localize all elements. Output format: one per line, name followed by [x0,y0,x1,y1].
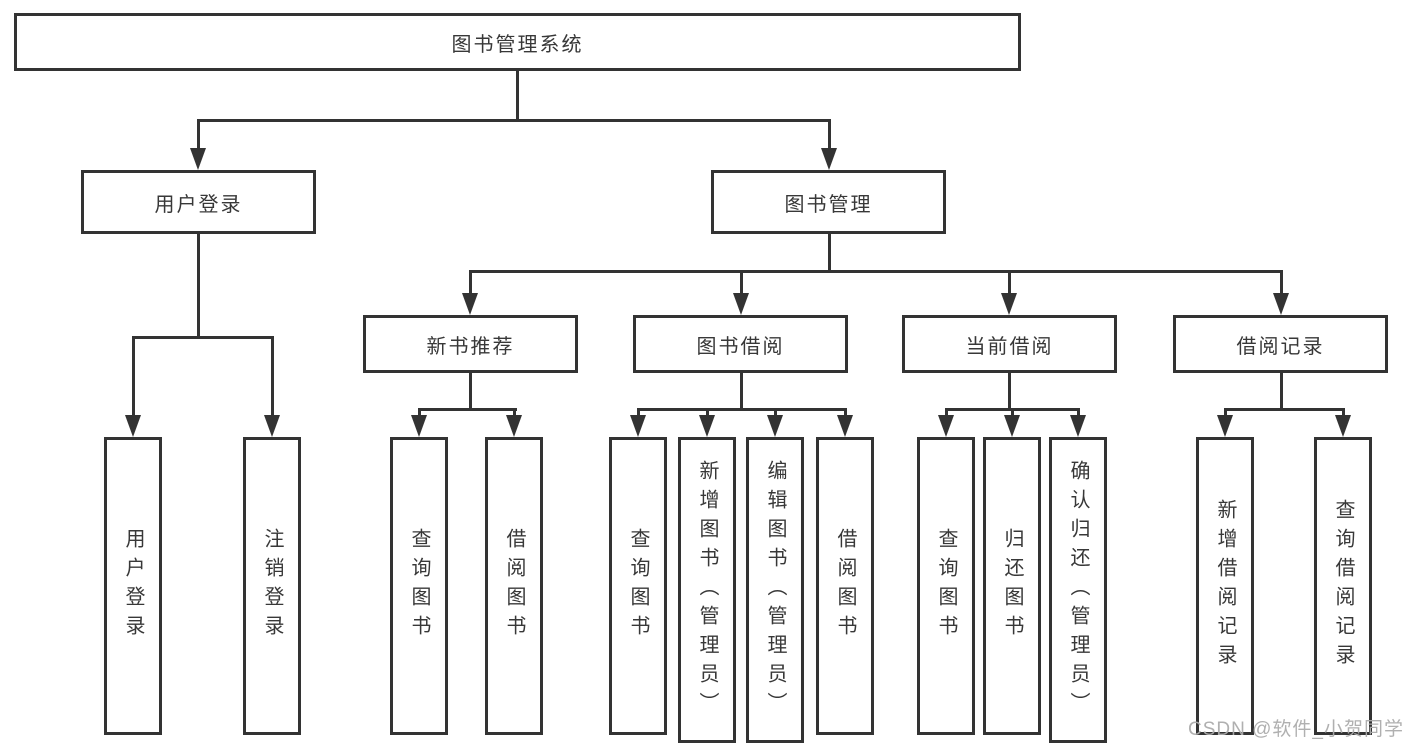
connector-line [740,373,743,410]
connector-line [1008,270,1011,295]
connector-line [1008,373,1011,410]
connector-arrow-icon [506,415,522,437]
csdn-watermark: CSDN @软件_小贺同学 [1188,719,1404,740]
leaf-borrowing-borrow-books: 借阅图书 [816,437,874,735]
leaf-user-login: 用户登录 [104,437,162,735]
connector-arrow-icon [462,293,478,315]
leaf-recommend-borrow-books: 借阅图书 [485,437,543,735]
connector-line [418,408,517,411]
leaf-add-books-admin-label: 新增图书（管理员） [696,459,718,721]
connector-arrow-icon [411,415,427,437]
connector-arrow-icon [767,415,783,437]
connector-arrow-icon [1004,415,1020,437]
leaf-borrowing-borrow-books-label: 借阅图书 [834,528,856,644]
connector-line [828,119,831,149]
node-book-management: 图书管理 [711,170,946,234]
node-current-borrowing-label: 当前借阅 [965,335,1054,358]
leaf-return-books: 归还图书 [983,437,1041,735]
leaf-recommend-query-books-label: 查询图书 [408,528,430,644]
connector-arrow-icon [1273,293,1289,315]
leaf-add-borrow-record: 新增借阅记录 [1196,437,1254,735]
connector-arrow-icon [1335,415,1351,437]
connector-line [1224,408,1227,417]
leaf-confirm-return-admin: 确认归还（管理员） [1049,437,1107,743]
connector-line [637,408,640,417]
leaf-logout-label: 注销登录 [261,528,283,644]
connector-line [1011,408,1014,417]
node-new-book-recommend-label: 新书推荐 [426,335,515,358]
leaf-edit-books-admin: 编辑图书（管理员） [746,437,804,743]
connector-line [469,373,472,410]
leaf-recommend-borrow-books-label: 借阅图书 [503,528,525,644]
leaf-logout: 注销登录 [243,437,301,735]
connector-arrow-icon [733,293,749,315]
connector-line [513,408,516,417]
connector-line [197,119,831,122]
connector-line [197,119,200,149]
connector-line [197,234,200,338]
connector-line [637,408,847,411]
connector-line [516,71,519,121]
connector-arrow-icon [821,148,837,170]
leaf-borrowing-query-books-label: 查询图书 [627,528,649,644]
node-borrowing-records: 借阅记录 [1173,315,1388,373]
connector-line [740,270,743,295]
leaf-return-books-label: 归还图书 [1001,528,1023,644]
connector-arrow-icon [190,148,206,170]
leaf-confirm-return-admin-label: 确认归还（管理员） [1067,459,1089,721]
connector-line [418,408,421,417]
node-borrowing-records-label: 借阅记录 [1236,335,1325,358]
connector-line [706,408,709,417]
connector-arrow-icon [1217,415,1233,437]
node-book-management-label: 图书管理 [784,193,873,216]
node-user-login-label: 用户登录 [154,193,243,216]
leaf-edit-books-admin-label: 编辑图书（管理员） [764,459,786,721]
connector-line [271,336,274,417]
connector-arrow-icon [938,415,954,437]
connector-line [774,408,777,417]
leaf-current-query-books-label: 查询图书 [935,528,957,644]
connector-arrow-icon [699,415,715,437]
leaf-query-borrow-record-label: 查询借阅记录 [1332,499,1354,673]
node-book-borrowing-label: 图书借阅 [696,335,785,358]
connector-arrow-icon [1001,293,1017,315]
connector-line [469,270,472,295]
node-root-label: 图书管理系统 [451,33,584,56]
connector-line [1077,408,1080,417]
connector-arrow-icon [125,415,141,437]
leaf-recommend-query-books: 查询图书 [390,437,448,735]
leaf-add-books-admin: 新增图书（管理员） [678,437,736,743]
node-root: 图书管理系统 [14,13,1021,71]
node-new-book-recommend: 新书推荐 [363,315,578,373]
leaf-current-query-books: 查询图书 [917,437,975,735]
connector-line [469,270,1283,273]
leaf-borrowing-query-books: 查询图书 [609,437,667,735]
connector-arrow-icon [630,415,646,437]
leaf-query-borrow-record: 查询借阅记录 [1314,437,1372,735]
connector-line [132,336,274,339]
connector-line [828,234,831,272]
connector-line [1224,408,1345,411]
connector-line [844,408,847,417]
leaf-add-borrow-record-label: 新增借阅记录 [1214,499,1236,673]
connector-line [132,336,135,417]
connector-arrow-icon [837,415,853,437]
connector-line [1280,270,1283,295]
connector-arrow-icon [264,415,280,437]
leaf-user-login-label: 用户登录 [122,528,144,644]
node-book-borrowing: 图书借阅 [633,315,848,373]
connector-line [945,408,948,417]
node-current-borrowing: 当前借阅 [902,315,1117,373]
connector-line [1342,408,1345,417]
node-user-login: 用户登录 [81,170,316,234]
connector-arrow-icon [1070,415,1086,437]
connector-line [1280,373,1283,410]
